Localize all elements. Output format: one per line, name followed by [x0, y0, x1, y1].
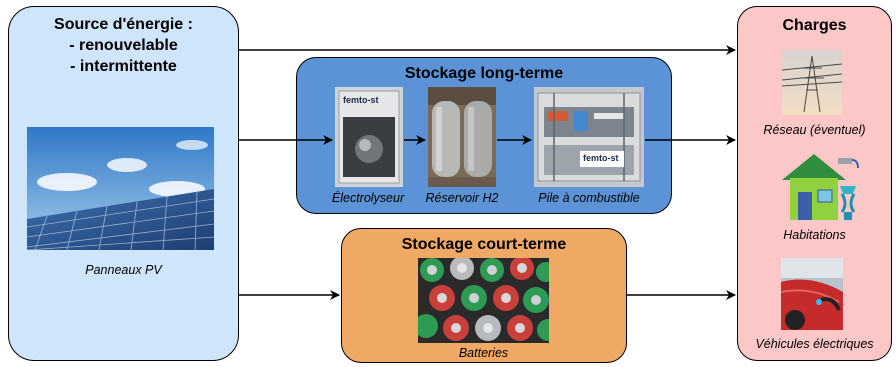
- homes-caption: Habitations: [783, 228, 846, 242]
- source-title-line2: - renouvelable: [69, 37, 178, 54]
- house-icon: [780, 150, 860, 225]
- fuel-cell-caption: Pile à combustible: [538, 191, 640, 205]
- short-term-title: Stockage court-terme: [401, 236, 567, 253]
- power-grid-photo: [782, 50, 842, 115]
- loads-title: Charges: [782, 17, 847, 34]
- source-title-line1: Source d'énergie :: [54, 16, 193, 33]
- electrolyser-label: femto-st: [343, 95, 379, 105]
- h2-tank-photo: [428, 87, 496, 187]
- grid-caption: Réseau (éventuel): [763, 123, 866, 137]
- electrolyser-caption: Électrolyseur: [331, 191, 405, 205]
- fuel-cell-label: femto-st: [583, 153, 619, 163]
- pv-panels-photo: [27, 127, 214, 250]
- pv-caption: Panneaux PV: [85, 263, 162, 277]
- electric-vehicle-photo: [781, 258, 843, 330]
- source-title-line3: - intermittente: [70, 58, 177, 75]
- batteries-photo: [418, 258, 549, 343]
- electrolyser-photo: femto-st: [335, 87, 403, 187]
- ev-caption: Véhicules électriques: [755, 337, 874, 351]
- long-term-title: Stockage long-terme: [404, 65, 564, 82]
- h2-tank-caption: Réservoir H2: [425, 191, 499, 205]
- fuel-cell-photo: femto-st: [534, 87, 644, 187]
- batteries-caption: Batteries: [458, 346, 509, 360]
